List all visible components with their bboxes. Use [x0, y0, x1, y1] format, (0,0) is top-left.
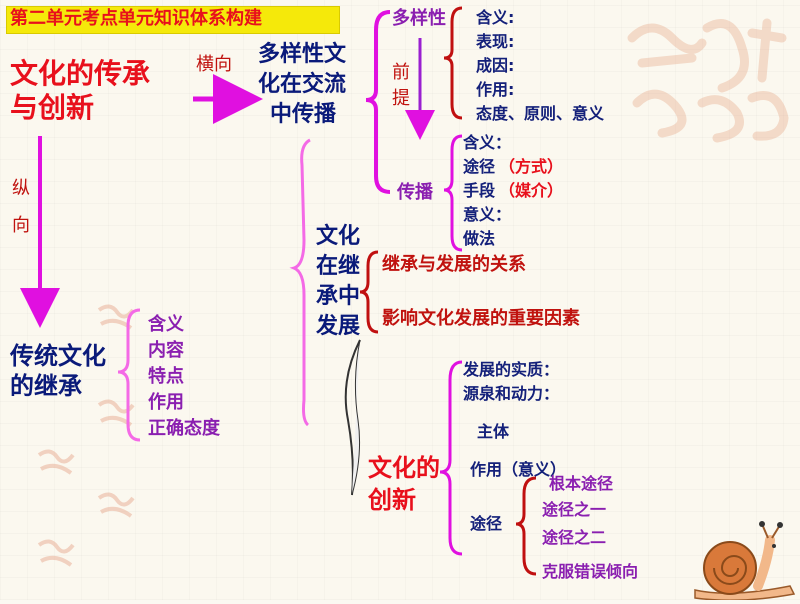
inherit-block-line-4: 发展 — [316, 314, 361, 339]
spread-item-means-note: （媒介） — [499, 181, 564, 200]
snail-illustration — [690, 520, 800, 601]
spread-item-practice: 做法 — [463, 229, 496, 248]
diversity-block-line-3: 中传播 — [270, 102, 337, 127]
inherit-block-line-3: 承中 — [316, 284, 361, 309]
inherit-block-line-2: 在继 — [316, 254, 361, 279]
title-banner — [6, 6, 340, 34]
tradition-item-meaning: 含义 — [148, 314, 184, 335]
inherit-block-line-1: 文化 — [316, 224, 361, 249]
spread-item-path-note: （方式） — [499, 157, 564, 176]
spread-item-significance: 意义： — [463, 205, 512, 224]
diversity-block-line-1: 多样性文 — [258, 42, 347, 67]
path-one: 途径之一 — [542, 500, 607, 519]
auspicious-stamp-large — [612, 8, 792, 148]
premise-label-1: 前 — [392, 62, 410, 83]
innovation-line-2: 创新 — [368, 486, 416, 514]
tradition-item-attitude: 正确态度 — [148, 418, 220, 439]
auspicious-stamp-small-3 — [35, 445, 77, 481]
root-line-1: 文化的传承 — [10, 57, 151, 90]
diversity-item-1: 含义: — [476, 8, 515, 27]
innovation-brace — [439, 360, 463, 556]
innovation-item-function: 作用（意义） — [470, 460, 567, 479]
diversity-items-brace — [443, 6, 463, 120]
innovation-item-subject: 主体 — [477, 422, 510, 441]
innovation-item-source: 源泉和动力： — [463, 384, 560, 403]
diversity-item-5: 态度、原则、意义 — [476, 104, 605, 123]
horizontal-label: 横向 — [196, 54, 232, 75]
page-title: 第二单元考点单元知识体系构建 — [10, 8, 262, 29]
tradition-item-content: 内容 — [148, 340, 184, 361]
premise-label-2: 提 — [392, 88, 410, 109]
ribbon-arrow — [344, 339, 361, 496]
diversity-item-4: 作用: — [476, 80, 515, 99]
path-fundamental: 根本途径 — [549, 474, 614, 493]
auspicious-stamp-small-5 — [35, 535, 77, 575]
innovation-line-1: 文化的 — [368, 454, 440, 482]
tradition-item-feature: 特点 — [148, 366, 184, 387]
spread-item-path: 途径 — [463, 157, 496, 176]
tradition-line-2: 的继承 — [10, 372, 82, 400]
tradition-line-1: 传统文化 — [10, 342, 106, 370]
paths-brace — [515, 476, 537, 576]
vertical-label-1: 纵 — [12, 178, 30, 199]
auspicious-stamp-small-4 — [95, 488, 137, 524]
path-overcome-errors: 克服错误倾向 — [542, 562, 639, 581]
spread-items-brace — [443, 134, 463, 252]
diversity-item-3: 成因: — [476, 56, 515, 75]
inherit-item-relation: 继承与发展的关系 — [382, 254, 526, 275]
vertical-label-2: 向 — [12, 215, 30, 236]
diversity-block-line-2: 化在交流 — [258, 72, 347, 97]
diversity-title: 多样性 — [392, 8, 446, 29]
inherit-item-factors: 影响文化发展的重要因素 — [382, 308, 580, 329]
inherit-items-brace — [359, 250, 379, 334]
spread-item-meaning: 含义： — [463, 133, 512, 152]
tradition-item-function: 作用 — [148, 392, 184, 413]
root-line-2: 与创新 — [10, 91, 95, 124]
spread-title: 传播 — [397, 182, 433, 203]
spread-item-means: 手段 — [463, 181, 496, 200]
diversity-brace — [365, 10, 391, 194]
tradition-brace — [117, 308, 141, 442]
innovation-item-essence: 发展的实质： — [463, 360, 560, 379]
inherit-main-brace — [289, 138, 311, 427]
innovation-item-paths: 途径 — [470, 514, 503, 533]
diversity-item-2: 表现: — [476, 32, 515, 51]
path-two: 途径之二 — [542, 528, 607, 547]
